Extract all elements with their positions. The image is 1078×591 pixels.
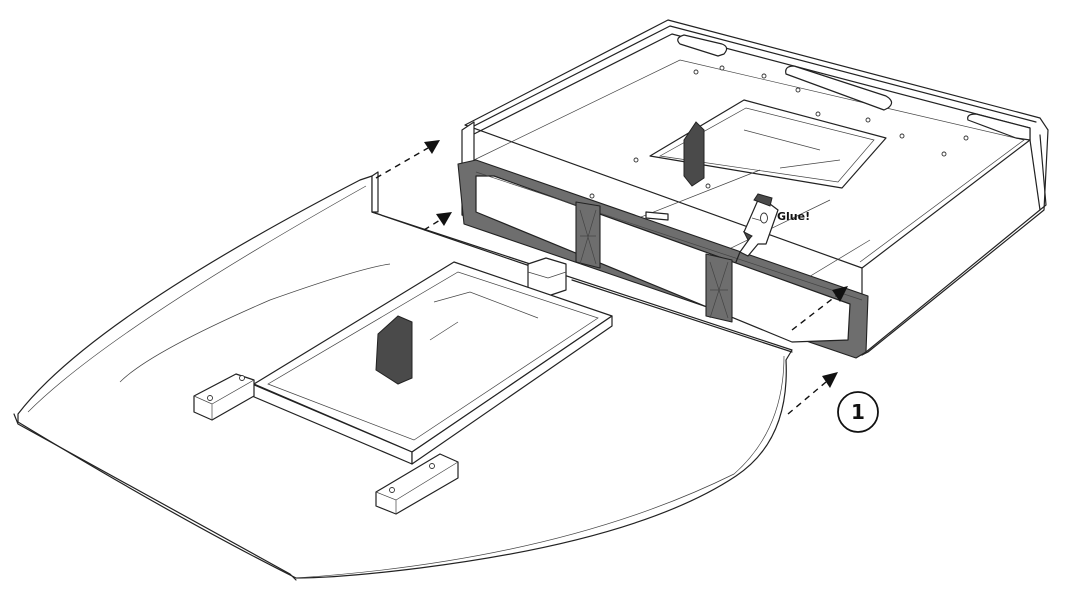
glue-label: Glue! <box>777 210 810 223</box>
step-number: 1 <box>851 400 865 424</box>
glue-bottle-icon <box>735 193 779 263</box>
step-circle <box>837 391 879 433</box>
step-badge: 1 <box>837 391 879 433</box>
dashed-arrow-bottom <box>787 372 838 415</box>
dashed-arrow-middle <box>423 212 452 231</box>
dashed-arrow-right <box>791 286 848 331</box>
glued-frame-part <box>457 159 869 359</box>
dashed-arrow-top <box>375 140 440 179</box>
front-window-frame <box>193 261 613 515</box>
